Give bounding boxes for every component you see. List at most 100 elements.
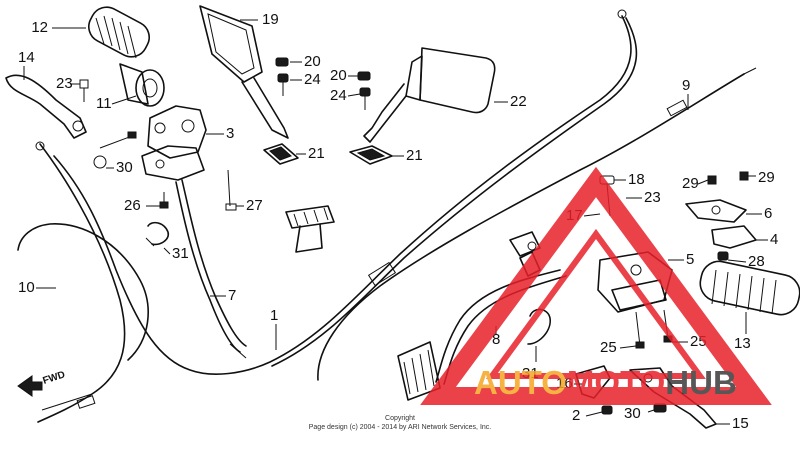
callout-label-20b: 20 [330, 67, 347, 84]
cable-10 [17, 141, 149, 423]
screw-26 [159, 192, 169, 209]
throttle-housing-11 [119, 63, 165, 107]
forward-direction-indicator: FWD [17, 369, 67, 397]
callout-label-14: 14 [18, 49, 35, 66]
callout-26: 26 [124, 197, 160, 214]
callout-label-8: 8 [492, 331, 500, 348]
callout-label-13: 13 [734, 335, 751, 352]
callout-leader-25a [619, 345, 637, 349]
watermark-triangle-icon [420, 166, 772, 405]
callout-label-21a: 21 [308, 145, 325, 162]
cable-9 [317, 67, 757, 381]
callout-label-10: 10 [18, 279, 35, 296]
callout-label-3: 3 [226, 125, 234, 142]
nut-20-24-right [357, 71, 371, 110]
callout-label-22: 22 [510, 93, 527, 110]
callout-leader-2 [585, 411, 603, 417]
callout-6: 6 [746, 205, 772, 222]
fwd-arrow-icon [17, 375, 43, 397]
callout-leader-11 [111, 95, 137, 105]
bolt-30-left [93, 131, 137, 169]
callout-label-19: 19 [262, 11, 279, 28]
callout-25a: 25 [600, 339, 637, 356]
callout-2: 2 [572, 407, 603, 424]
callout-label-24a: 24 [304, 71, 321, 88]
screw-28 [717, 251, 729, 261]
switch-wire-7 [175, 179, 247, 359]
callout-label-30a: 30 [116, 159, 133, 176]
callout-29b: 29 [748, 169, 775, 186]
mirror-22 [363, 47, 496, 143]
callout-label-15: 15 [732, 415, 749, 432]
callout-19: 19 [240, 11, 279, 28]
callout-leader-29a [697, 179, 709, 185]
grip-13 [699, 260, 800, 316]
holder-4 [711, 225, 757, 249]
callout-1: 1 [270, 307, 278, 350]
callout-leader-30b [647, 409, 655, 413]
callout-20b: 20 [330, 67, 358, 84]
copyright-title: Copyright [385, 415, 415, 422]
svg-text:AUTOMOTOHUB: AUTOMOTOHUB [474, 364, 737, 401]
callout-23b: 23 [626, 189, 661, 206]
callout-30a: 30 [106, 159, 133, 176]
clutch-lever-14 [5, 74, 87, 139]
callout-9: 9 [682, 77, 690, 110]
cable-1 [53, 9, 638, 375]
callout-18: 18 [614, 171, 645, 188]
lever-holder-6 [685, 199, 747, 223]
callout-label-7: 7 [228, 287, 236, 304]
watermark-word-auto: AUTO [474, 364, 567, 401]
callout-label-11: 11 [96, 95, 112, 112]
callout-5: 5 [668, 251, 694, 268]
callout-leader-17 [583, 213, 601, 217]
clip-31-left [145, 221, 170, 247]
callout-label-24b: 24 [330, 87, 347, 104]
callout-label-9: 9 [682, 77, 690, 94]
callout-10: 10 [18, 279, 56, 296]
nut-20-24-left [275, 57, 289, 96]
screw-27 [225, 169, 237, 211]
callout-label-29b: 29 [758, 169, 775, 186]
mirror-19 [199, 5, 289, 139]
callout-leader-28 [727, 259, 747, 263]
callout-label-25a: 25 [600, 339, 617, 356]
wire-connector-left [285, 205, 335, 253]
callout-4: 4 [756, 231, 778, 248]
callout-leader-24b [347, 93, 361, 97]
callout-label-23a: 23 [56, 75, 73, 92]
callout-label-23b: 23 [644, 189, 661, 206]
callout-3: 3 [206, 125, 234, 142]
callout-label-29a: 29 [682, 175, 699, 192]
callout-label-18: 18 [628, 171, 645, 188]
callout-label-28: 28 [748, 253, 765, 270]
callout-15: 15 [716, 415, 749, 432]
callout-leader-31a [163, 247, 171, 255]
callout-24a: 24 [290, 71, 321, 88]
fwd-label: FWD [42, 369, 67, 387]
callout-31a: 31 [163, 245, 189, 262]
callout-21a: 21 [296, 145, 325, 162]
callout-label-5: 5 [686, 251, 694, 268]
callout-label-6: 6 [764, 205, 772, 222]
callout-label-26: 26 [124, 197, 141, 214]
copyright-notice: Page design (c) 2004 - 2014 by ARI Netwo… [309, 424, 492, 431]
callout-label-20a: 20 [304, 53, 321, 70]
callout-30b: 30 [624, 405, 655, 422]
screw-29-pair [707, 171, 749, 185]
callout-7: 7 [210, 287, 236, 304]
callout-29a: 29 [682, 175, 709, 192]
watermark-word-moto: MOTO [567, 364, 665, 401]
callout-label-1: 1 [270, 307, 278, 324]
callout-label-2: 2 [572, 407, 580, 424]
callout-label-4: 4 [770, 231, 778, 248]
clip-31-right [527, 308, 551, 345]
callout-13: 13 [734, 312, 751, 352]
callout-label-21b: 21 [406, 147, 423, 164]
automotohub-watermark: AUTOMOTOHUB [420, 166, 772, 405]
switch-housing-3 [141, 105, 207, 181]
callout-23a: 23 [56, 75, 80, 92]
